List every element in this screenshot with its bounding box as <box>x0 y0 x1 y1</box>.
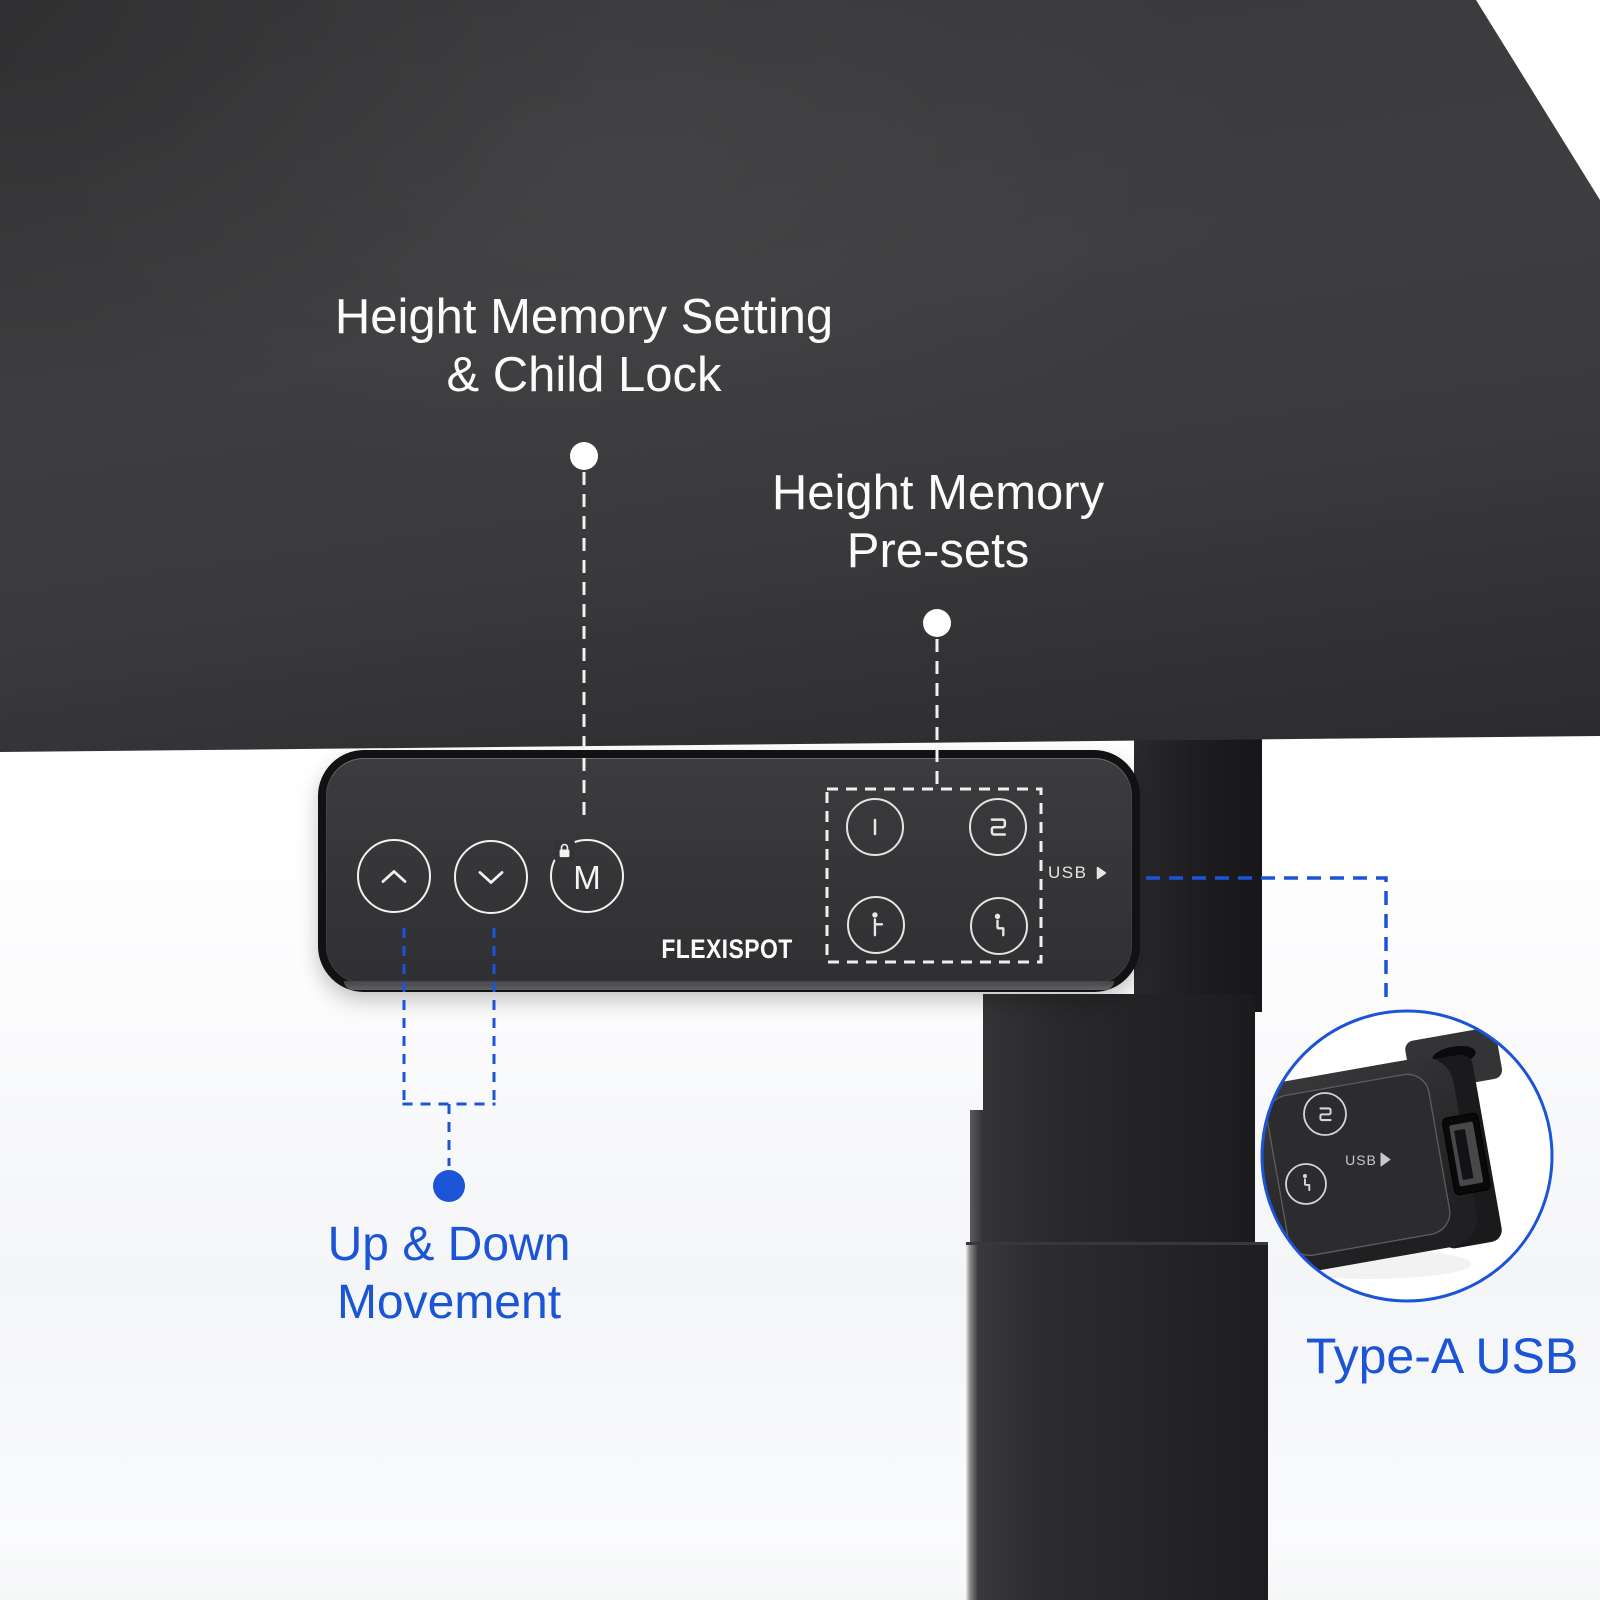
chevron-up-icon <box>377 866 411 886</box>
desk-leg-bottom-tube <box>966 1242 1268 1600</box>
memory-setting-callout-text: Height Memory Setting & Child Lock <box>335 288 833 404</box>
updown-line2: Movement <box>336 1276 562 1329</box>
sit-preset-button[interactable] <box>970 897 1028 955</box>
memory-presets-callout-text: Height Memory Pre-sets <box>772 464 1104 580</box>
chevron-down-icon <box>474 867 508 887</box>
preset-2-button[interactable] <box>969 798 1027 856</box>
updown-line1: Up & Down <box>327 1218 571 1271</box>
usb-arrow-icon <box>1096 866 1107 880</box>
flexispot-logo: FLEXISPOT <box>661 934 793 964</box>
up-button[interactable] <box>357 839 431 913</box>
preset-1-glyph <box>862 814 888 840</box>
memory-button[interactable]: M <box>550 839 624 913</box>
lock-icon <box>554 840 575 861</box>
desk-leg-middle-tube <box>970 994 1255 1246</box>
type-a-usb-text: Type-A USB <box>1305 1328 1579 1384</box>
panel-usb-label: USB <box>1048 863 1107 883</box>
memory-presets-line2: Pre-sets <box>846 524 1030 578</box>
memory-presets-line1: Height Memory <box>771 466 1105 520</box>
desk-leg-upper-tube <box>1134 726 1262 1012</box>
sitting-person-icon <box>986 911 1012 941</box>
stand-preset-button[interactable] <box>847 896 905 954</box>
usb-text: USB <box>1048 863 1088 882</box>
memory-setting-line2: & Child Lock <box>446 348 722 402</box>
control-panel: M FLEXISPOT <box>318 750 1140 992</box>
memory-setting-line1: Height Memory Setting <box>334 290 834 344</box>
down-button[interactable] <box>454 840 528 914</box>
memory-button-label: M <box>573 858 601 896</box>
preset-1-button[interactable] <box>846 798 904 856</box>
standing-person-icon <box>863 910 889 940</box>
updown-callout-text: Up & Down Movement <box>328 1216 571 1332</box>
preset-2-glyph <box>985 814 1011 840</box>
type-a-usb-label: Type-A USB <box>1306 1328 1578 1384</box>
